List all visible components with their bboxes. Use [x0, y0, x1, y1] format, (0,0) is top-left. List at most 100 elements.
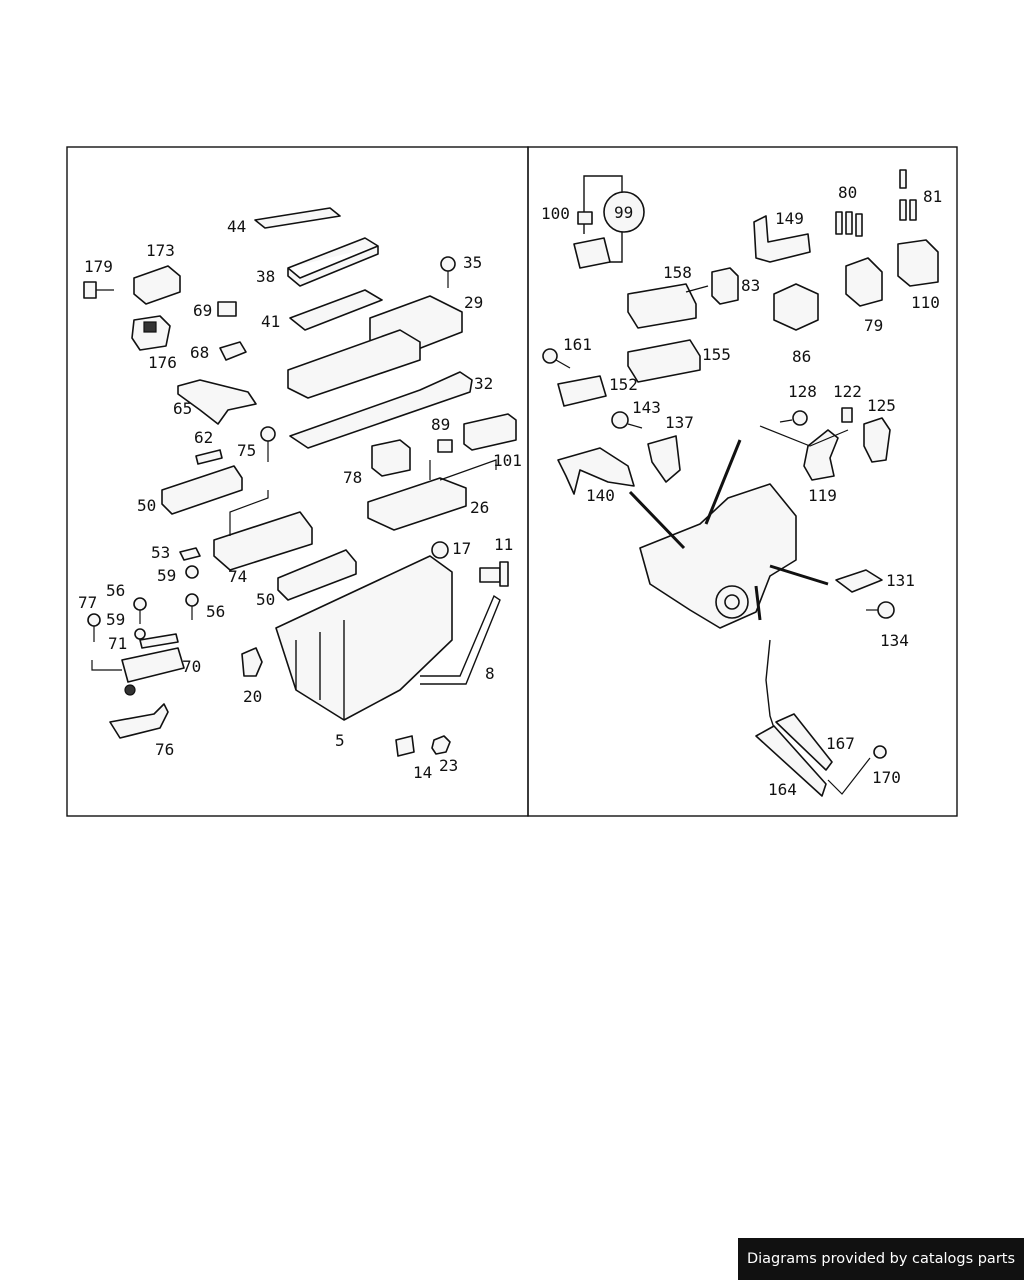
- plate-65: [177, 379, 257, 425]
- callout-23: 23: [439, 756, 458, 775]
- bolt-179: [83, 281, 97, 299]
- fuse-strip-50-lower: [277, 549, 357, 601]
- callout-75: 75: [237, 441, 256, 460]
- relay-83: [711, 267, 739, 305]
- arrow-relay-area: [704, 439, 742, 525]
- fuse-81-c: [899, 199, 907, 221]
- harness-164: [755, 725, 827, 797]
- callout-125: 125: [867, 396, 896, 415]
- socket-152: [557, 375, 607, 407]
- callout-152: 152: [609, 375, 638, 394]
- credit-banner: Diagrams provided by catalogs parts: [738, 1238, 1024, 1280]
- brace-8: [420, 594, 501, 685]
- screw-134: [877, 601, 895, 619]
- callout-86: 86: [792, 347, 811, 366]
- label-strip: [254, 207, 341, 229]
- bracket-137: [647, 435, 681, 483]
- screw-35: [440, 256, 456, 272]
- callout-110: 110: [911, 293, 940, 312]
- callout-38: 38: [256, 267, 275, 286]
- relay-78: [371, 439, 411, 477]
- plate-131: [835, 569, 883, 593]
- fuse-strip-50-upper: [161, 465, 243, 515]
- callout-41: 41: [261, 312, 280, 331]
- fuse-81-a: [899, 169, 907, 189]
- fuse-80-c: [855, 213, 863, 237]
- callout-77: 77: [78, 593, 97, 612]
- fuse-81-b: [909, 199, 917, 221]
- callout-83: 83: [741, 276, 760, 295]
- holder-119: [803, 429, 839, 481]
- fuse-block-74: [213, 511, 313, 571]
- screw-56-left: [133, 597, 147, 611]
- right-panel-artwork: [542, 169, 939, 797]
- callout-53: 53: [151, 543, 170, 562]
- callout-128: 128: [788, 382, 817, 401]
- bolt-14: [395, 735, 415, 757]
- callout-69: 69: [193, 301, 212, 320]
- fuse-122: [841, 407, 853, 423]
- callout-161: 161: [563, 335, 592, 354]
- screw-170: [873, 745, 887, 759]
- callout-29: 29: [464, 293, 483, 312]
- callout-76: 76: [155, 740, 174, 759]
- callout-140: 140: [586, 486, 615, 505]
- callout-155: 155: [702, 345, 731, 364]
- callout-11: 11: [494, 535, 513, 554]
- callout-50-lower: 50: [256, 590, 275, 609]
- washer-59-upper: [185, 565, 199, 579]
- bracket-173: [133, 265, 181, 305]
- clip-20: [241, 647, 263, 677]
- callout-143: 143: [632, 398, 661, 417]
- callout-122: 122: [833, 382, 862, 401]
- callout-89: 89: [431, 415, 450, 434]
- cover-125: [863, 417, 891, 463]
- callout-14: 14: [413, 763, 432, 782]
- callout-119: 119: [808, 486, 837, 505]
- callout-79: 79: [864, 316, 883, 335]
- left-panel-labels: 44 179 173 38 35 29 69 41 176 68 32 65 6…: [78, 217, 522, 782]
- callout-149: 149: [775, 209, 804, 228]
- fuse-100: [577, 211, 593, 225]
- relay-base-26: [367, 477, 467, 531]
- callout-99: 99: [614, 203, 633, 222]
- relay-89: [437, 439, 453, 453]
- callout-78: 78: [343, 468, 362, 487]
- wiring-harness: [765, 639, 779, 741]
- callout-101: 101: [493, 451, 522, 470]
- callout-164: 164: [768, 780, 797, 799]
- relay-101: [463, 413, 517, 451]
- callout-158: 158: [663, 263, 692, 282]
- callout-62: 62: [194, 428, 213, 447]
- relay-99: [603, 191, 645, 233]
- callout-176: 176: [148, 353, 177, 372]
- housing-149: [753, 215, 811, 263]
- callout-50-upper: 50: [137, 496, 156, 515]
- screw-75: [260, 426, 276, 442]
- callout-20: 20: [243, 687, 262, 706]
- bracket-140: [557, 447, 635, 495]
- callout-167: 167: [826, 734, 855, 753]
- callout-179: 179: [84, 257, 113, 276]
- nut-23: [431, 735, 451, 755]
- right-panel-frame: [527, 146, 958, 817]
- screw-143: [611, 411, 629, 429]
- callout-71: 71: [108, 634, 127, 653]
- callout-35: 35: [463, 253, 482, 272]
- callout-17: 17: [452, 539, 471, 558]
- fuse-box-cover: [287, 237, 379, 287]
- relay-79: [845, 257, 883, 307]
- relay-86: [773, 283, 819, 331]
- callout-26: 26: [470, 498, 489, 517]
- relay-110: [897, 239, 939, 287]
- fuse-62: [195, 449, 223, 465]
- socket-68: [219, 341, 247, 361]
- harness-167: [775, 713, 833, 771]
- callout-68: 68: [190, 343, 209, 362]
- callout-173: 173: [146, 241, 175, 260]
- clip-53: [179, 547, 201, 561]
- callout-170: 170: [872, 768, 901, 787]
- screw-77: [87, 613, 101, 627]
- callout-70: 70: [182, 657, 201, 676]
- callout-5: 5: [335, 731, 345, 750]
